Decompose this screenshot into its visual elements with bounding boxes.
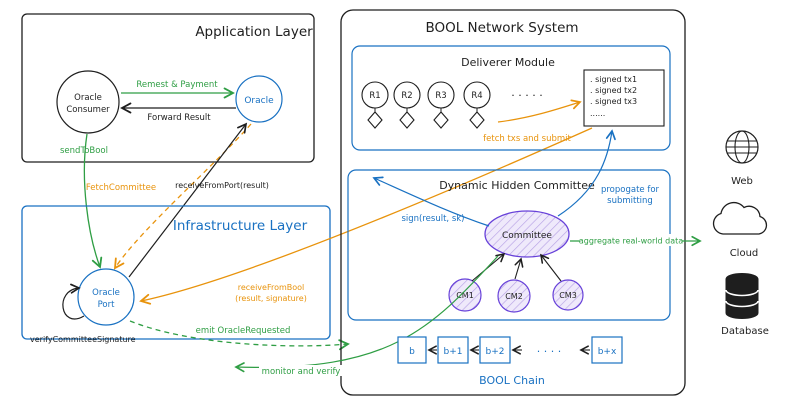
sign-result-arrow (372, 176, 490, 227)
propagate-label-line2: submitting (607, 196, 653, 206)
committee-member-label-cm3: CM3 (559, 291, 577, 300)
database-icon (725, 273, 759, 319)
application-layer-title: Application Layer (195, 24, 313, 40)
verify-signature-label: verifyCommitteeSignature (30, 335, 136, 344)
receive-from-bool-arrow (139, 127, 593, 305)
request-payment-label: Remest & Payment (136, 80, 218, 90)
committee-member-label-cm2: CM2 (505, 292, 523, 301)
fetch-and-submit-label: fetch txs and submit (483, 134, 571, 144)
monitor-verify-label-bg (259, 365, 343, 376)
committee-member-cm1 (448, 278, 482, 312)
fetch-committee-arrow (113, 123, 252, 270)
cm3-to-committee-arrow (540, 253, 562, 282)
receive-from-port-arrow (128, 122, 248, 278)
cm2-to-committee-arrow (514, 257, 524, 280)
relayer-diamond-r2 (399, 111, 415, 129)
monitor-verify-label: monitor and verify (262, 367, 341, 377)
receive-from-bool-label-line1: receiveFromBool (238, 283, 305, 292)
chain-block-b (397, 336, 427, 364)
emit-oracle-requested-label: emit OracleRequested (196, 326, 291, 336)
database-label: Database (721, 326, 769, 337)
chain-block-bx (591, 336, 623, 364)
chain-block-b1 (437, 336, 469, 364)
chain-block-label-b1: b+1 (444, 347, 463, 357)
committee-member-cm2 (497, 279, 531, 313)
relayer-ellipsis: · · · · · (511, 89, 542, 102)
cloud-icon (712, 201, 768, 235)
relayer-label-r1: R1 (369, 91, 380, 101)
signed-tx-line-3: . signed tx3 (590, 97, 637, 106)
emit-oracle-requested-arrow (129, 320, 350, 351)
application-layer-box (21, 13, 315, 163)
chain-block-label-b: b (409, 347, 415, 357)
oracle-label: Oracle (244, 96, 274, 106)
relayer-label-r4: R4 (471, 91, 482, 101)
cloud-label: Cloud (730, 248, 759, 259)
relayer-diamond-r1 (367, 111, 383, 129)
chain-block-label-bx: b+x (598, 347, 617, 357)
relayer-diamond-r3 (433, 111, 449, 129)
signed-tx-line-4: ...... (590, 109, 605, 118)
chain-block-label-b2: b+2 (486, 347, 505, 357)
web-icon (725, 130, 759, 164)
oracle-node (235, 75, 283, 123)
bool-chain-label: BOOL Chain (479, 374, 545, 387)
receive-from-port-label: receiveFromPort(result) (175, 181, 269, 190)
relayer-diamond-r4 (469, 111, 485, 129)
forward-result-label: Forward Result (147, 113, 211, 123)
propagate-label-line1: propogate for (601, 185, 660, 195)
dynamic-hidden-committee-title: Dynamic Hidden Committee (439, 179, 595, 192)
infrastructure-layer-title: Infrastructure Layer (173, 218, 308, 234)
verify-signature-loop-arrow (62, 283, 85, 320)
deliverer-module-title: Deliverer Module (461, 56, 555, 69)
infrastructure-layer-box (21, 205, 331, 340)
chain-block-b2 (479, 336, 511, 364)
aggregate-label-bg (580, 234, 682, 246)
receive-from-bool-label-line2: (result, signature) (235, 294, 307, 303)
relayer-label-r2: R2 (401, 91, 412, 101)
bool-network-system-title: BOOL Network System (425, 20, 578, 36)
committee-node (484, 210, 570, 258)
signed-tx-line-2: . signed tx2 (590, 86, 637, 95)
fetch-committee-label: FetchCommittee (86, 183, 156, 193)
committee-label: Committee (502, 231, 552, 241)
oracle-consumer-label-line2: Consumer (66, 105, 110, 115)
bool-network-system-box (340, 9, 686, 396)
committee-member-label-cm1: CM1 (456, 291, 474, 300)
oracle-consumer-label-line1: Oracle (74, 93, 102, 103)
signed-tx-box (583, 69, 665, 127)
web-label: Web (731, 176, 753, 187)
deliverer-module-box (351, 45, 671, 151)
committee-member-cm3 (552, 279, 584, 311)
oracle-port-node (77, 268, 135, 326)
sign-result-label: sign(result, sk) (401, 214, 464, 224)
relayer-label-r3: R3 (435, 91, 446, 101)
send-to-bool-label: sendToBool (60, 146, 108, 156)
oracle-port-label-line1: Oracle (92, 288, 120, 298)
oracle-consumer-node (56, 70, 120, 134)
propagate-arrow (557, 129, 616, 217)
oracle-port-label-line2: Port (98, 300, 116, 310)
signed-tx-line-1: . signed tx1 (590, 75, 637, 84)
aggregate-label: aggregate real-world data (579, 237, 683, 246)
chain-ellipsis: · · · · (537, 345, 561, 358)
fetch-and-submit-arrow (497, 99, 582, 123)
